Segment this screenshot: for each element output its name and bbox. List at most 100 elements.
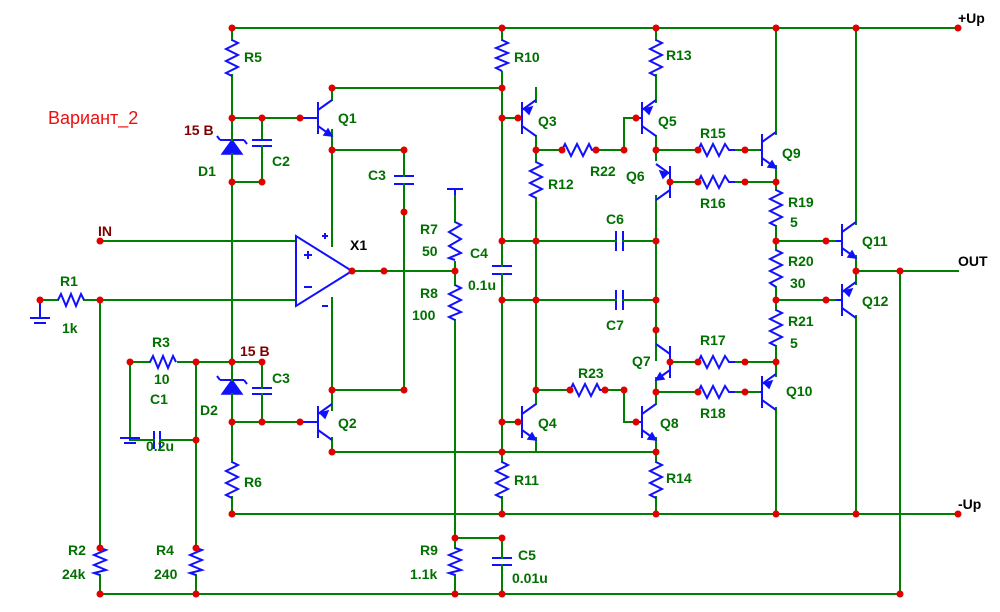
- resistor-r18: [697, 383, 735, 401]
- resistor-r16: [697, 173, 735, 191]
- opamp-x1: [295, 231, 354, 313]
- junction-node: [228, 358, 236, 366]
- r7-value: 50: [422, 243, 438, 259]
- pos-rail-label: +Up: [958, 10, 985, 26]
- junction-node: [954, 510, 962, 518]
- resistor-r23: [569, 381, 605, 399]
- junction-node: [896, 267, 904, 275]
- junction-node: [694, 146, 702, 154]
- junction-node: [296, 114, 304, 122]
- junction-node: [558, 146, 566, 154]
- junction-node: [328, 386, 336, 394]
- junction-node: [954, 24, 962, 32]
- c3-upper-label: C3: [368, 167, 386, 183]
- r23-label: R23: [578, 365, 604, 381]
- junction-node: [192, 590, 200, 598]
- resistor-r9: [445, 547, 465, 576]
- junction-node: [822, 296, 830, 304]
- junction-node: [498, 590, 506, 598]
- capacitor-c5: [492, 557, 512, 566]
- r20-value: 30: [790, 275, 806, 291]
- junction-node: [741, 178, 749, 186]
- resistor-r15: [697, 141, 735, 159]
- q5-label: Q5: [658, 113, 677, 129]
- r10-label: R10: [514, 49, 540, 65]
- junction-node: [498, 24, 506, 32]
- junction-node: [400, 146, 408, 154]
- resistor-r5: [223, 39, 241, 77]
- q9-label: Q9: [782, 145, 801, 161]
- junction-node: [652, 146, 660, 154]
- junction-node: [652, 237, 660, 245]
- junction-node: [652, 296, 660, 304]
- junction-node: [451, 590, 459, 598]
- junction-node: [694, 388, 702, 396]
- junction-node: [694, 358, 702, 366]
- junction-node: [498, 448, 506, 456]
- junction-node: [772, 178, 780, 186]
- c2-label: C2: [272, 153, 290, 169]
- junction-node: [772, 510, 780, 518]
- r4-label: R4: [156, 542, 174, 558]
- c1-value: 0.2u: [146, 438, 174, 454]
- resistor-r17: [697, 353, 735, 371]
- q7-label: Q7: [632, 353, 651, 369]
- q8-label: Q8: [660, 415, 679, 431]
- junction-node: [258, 358, 266, 366]
- wires: [39, 27, 959, 595]
- r11-label: R11: [514, 472, 539, 488]
- junction-node: [532, 146, 540, 154]
- r16-label: R16: [700, 195, 726, 211]
- junction-node: [96, 237, 104, 245]
- junction-node: [741, 358, 749, 366]
- neg-rail-label: -Up: [958, 496, 981, 512]
- junction-node: [228, 178, 236, 186]
- junction-node: [532, 296, 540, 304]
- resistor-r21: [767, 309, 785, 347]
- junction-node: [532, 237, 540, 245]
- capacitor-c4: [492, 265, 512, 275]
- c5-value: 0.01u: [512, 570, 548, 586]
- resistor-r14: [647, 461, 665, 499]
- capacitor-c7: [615, 290, 624, 310]
- r18-label: R18: [700, 405, 726, 421]
- junction-node: [498, 84, 506, 92]
- junction-node: [228, 418, 236, 426]
- transistor-q9: [760, 131, 778, 169]
- q12-label: Q12: [862, 293, 889, 309]
- junction-node: [498, 534, 506, 542]
- junction-node: [192, 436, 200, 444]
- junction-node: [228, 24, 236, 32]
- junction-node: [498, 418, 506, 426]
- junction-node: [400, 208, 408, 216]
- junction-node: [652, 326, 660, 334]
- junction-node: [498, 510, 506, 518]
- r14-label: R14: [666, 470, 692, 486]
- r9-value: 1.1k: [410, 566, 437, 582]
- r3-value: 10: [154, 371, 170, 387]
- r21-value: 5: [790, 335, 798, 351]
- r21-label: R21: [788, 313, 814, 329]
- r2-value: 24k: [62, 566, 86, 582]
- junction-node: [772, 358, 780, 366]
- junction-node: [852, 510, 860, 518]
- r7-label: R7: [420, 221, 438, 237]
- junction-node: [498, 114, 506, 122]
- junction-node: [632, 114, 640, 122]
- d1-value: 15 В: [184, 122, 214, 138]
- junction-node: [258, 418, 266, 426]
- d2-value: 15 В: [240, 343, 270, 359]
- junction-node: [741, 388, 749, 396]
- zener-diode-d2: [216, 373, 248, 401]
- output-label: OUT: [958, 253, 988, 269]
- junction-node: [258, 178, 266, 186]
- resistor-r6: [223, 461, 241, 499]
- r6-label: R6: [244, 474, 262, 490]
- junction-nodes: [36, 24, 962, 598]
- transistor-q12: [836, 281, 857, 319]
- junction-node: [852, 267, 860, 275]
- zener-diode-d1: [216, 131, 248, 161]
- junction-node: [380, 267, 388, 275]
- resistor-r22: [561, 141, 596, 159]
